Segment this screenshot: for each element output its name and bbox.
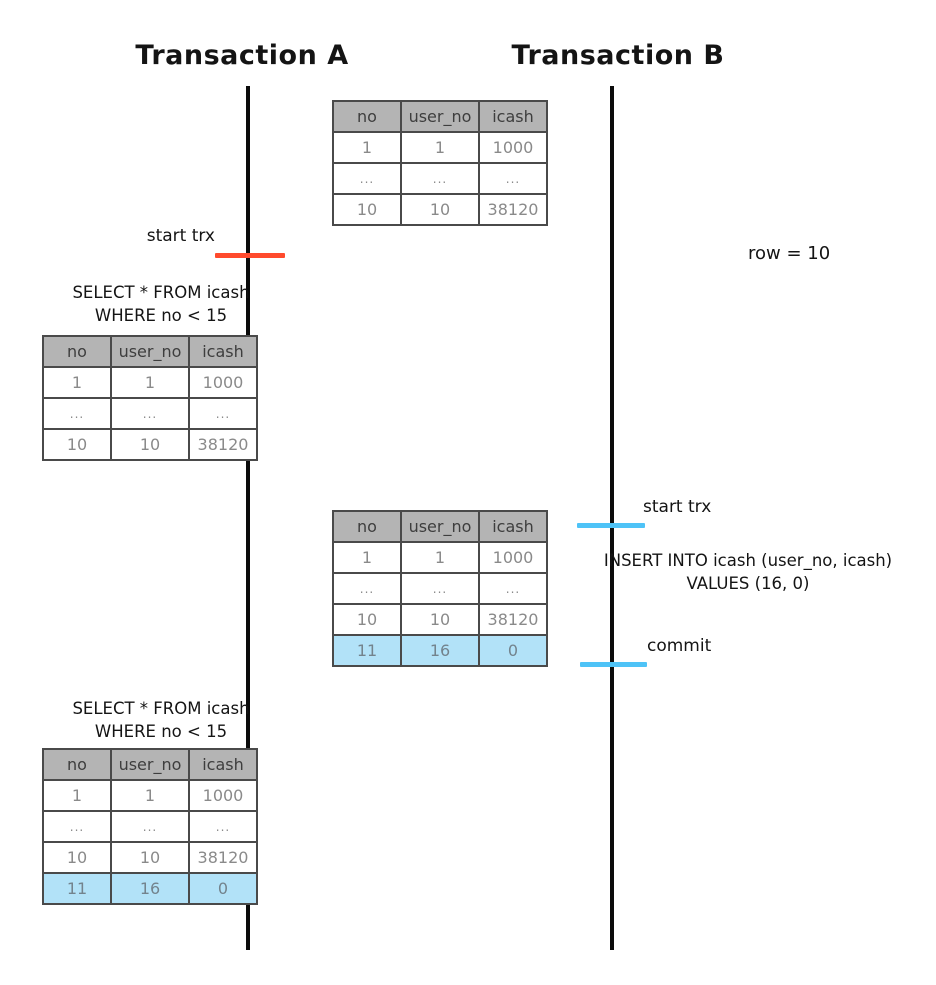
insert-query: INSERT INTO icash (user_no, icash) VALUE… [597,549,899,595]
table-row: 10 10 38120 [42,428,258,461]
cell-no: ... [332,572,402,605]
table-row-ellipsis: ... ... ... [42,810,258,843]
table-row: 1 1 1000 [332,541,548,574]
table-header-row: no user_no icash [42,748,258,781]
table-row-phantom-highlight: 11 16 0 [42,872,258,905]
cell-user-no: 10 [400,603,480,636]
column-header-user-no: user_no [400,510,480,543]
table-row: 1 1 1000 [332,131,548,164]
cell-no: 10 [332,193,402,226]
cell-no: 11 [42,872,112,905]
cell-icash: ... [188,810,258,843]
cell-icash: 1000 [478,541,548,574]
row-count-note: row = 10 [748,243,831,264]
cell-icash: 1000 [188,366,258,399]
cell-icash: 38120 [478,603,548,636]
cell-user-no: ... [110,397,190,430]
cell-user-no: 1 [400,541,480,574]
cell-no: 10 [332,603,402,636]
table-header-row: no user_no icash [42,335,258,368]
cell-user-no: 10 [110,841,190,874]
insert-query-line2: VALUES (16, 0) [686,574,810,593]
commit-label: commit [647,636,712,656]
cell-user-no: 16 [400,634,480,667]
column-header-icash: icash [478,510,548,543]
column-header-user-no: user_no [110,748,190,781]
commit-marker [580,662,647,667]
cell-user-no: 16 [110,872,190,905]
cell-no: 1 [332,131,402,164]
column-header-user-no: user_no [110,335,190,368]
transaction-a-timeline [246,86,250,950]
cell-icash: 38120 [188,841,258,874]
cell-no: 11 [332,634,402,667]
icash-table-initial: no user_no icash 1 1 1000 ... ... ... 10… [332,100,548,226]
column-header-user-no: user_no [400,100,480,133]
select-query-1-line1: SELECT * FROM icash [72,283,250,302]
table-row: 1 1 1000 [42,366,258,399]
column-header-no: no [332,100,402,133]
cell-icash: 1000 [478,131,548,164]
cell-user-no: 1 [110,779,190,812]
table-row-inserted-highlight: 11 16 0 [332,634,548,667]
cell-icash: ... [478,162,548,195]
start-trx-a-label: start trx [146,226,215,246]
cell-user-no: ... [110,810,190,843]
select-query-1-line2: WHERE no < 15 [94,306,228,325]
icash-table-after-insert: no user_no icash 1 1 1000 ... ... ... 10… [332,510,548,667]
column-header-no: no [332,510,402,543]
cell-no: ... [332,162,402,195]
cell-user-no: ... [400,162,480,195]
cell-no: ... [42,397,112,430]
cell-no: 10 [42,841,112,874]
table-row: 10 10 38120 [332,603,548,636]
start-trx-a-marker [215,253,285,258]
table-header-row: no user_no icash [332,510,548,543]
select-query-1: SELECT * FROM icash WHERE no < 15 [61,281,261,327]
table-header-row: no user_no icash [332,100,548,133]
transaction-b-timeline [610,86,614,950]
select-query-2: SELECT * FROM icash WHERE no < 15 [61,697,261,743]
transaction-a-title: Transaction A [135,40,349,71]
cell-no: 10 [42,428,112,461]
table-row-ellipsis: ... ... ... [332,572,548,605]
cell-icash: ... [188,397,258,430]
table-row: 10 10 38120 [42,841,258,874]
cell-user-no: 10 [400,193,480,226]
cell-icash: ... [478,572,548,605]
cell-icash: 38120 [478,193,548,226]
table-row: 10 10 38120 [332,193,548,226]
select-query-2-line2: WHERE no < 15 [94,722,228,741]
cell-icash: 1000 [188,779,258,812]
start-trx-b-label: start trx [643,497,712,517]
table-row-ellipsis: ... ... ... [332,162,548,195]
start-trx-b-marker [577,523,645,528]
transaction-b-title: Transaction B [511,40,725,71]
column-header-no: no [42,748,112,781]
cell-user-no: 1 [400,131,480,164]
cell-icash: 0 [188,872,258,905]
cell-no: ... [42,810,112,843]
cell-user-no: ... [400,572,480,605]
column-header-icash: icash [478,100,548,133]
table-row: 1 1 1000 [42,779,258,812]
column-header-icash: icash [188,335,258,368]
icash-table-select-2: no user_no icash 1 1 1000 ... ... ... 10… [42,748,258,905]
cell-user-no: 1 [110,366,190,399]
cell-no: 1 [42,366,112,399]
column-header-icash: icash [188,748,258,781]
cell-icash: 0 [478,634,548,667]
cell-user-no: 10 [110,428,190,461]
select-query-2-line1: SELECT * FROM icash [72,699,250,718]
table-row-ellipsis: ... ... ... [42,397,258,430]
cell-no: 1 [332,541,402,574]
insert-query-line1: INSERT INTO icash (user_no, icash) [603,551,893,570]
icash-table-select-1: no user_no icash 1 1 1000 ... ... ... 10… [42,335,258,461]
cell-no: 1 [42,779,112,812]
cell-icash: 38120 [188,428,258,461]
column-header-no: no [42,335,112,368]
